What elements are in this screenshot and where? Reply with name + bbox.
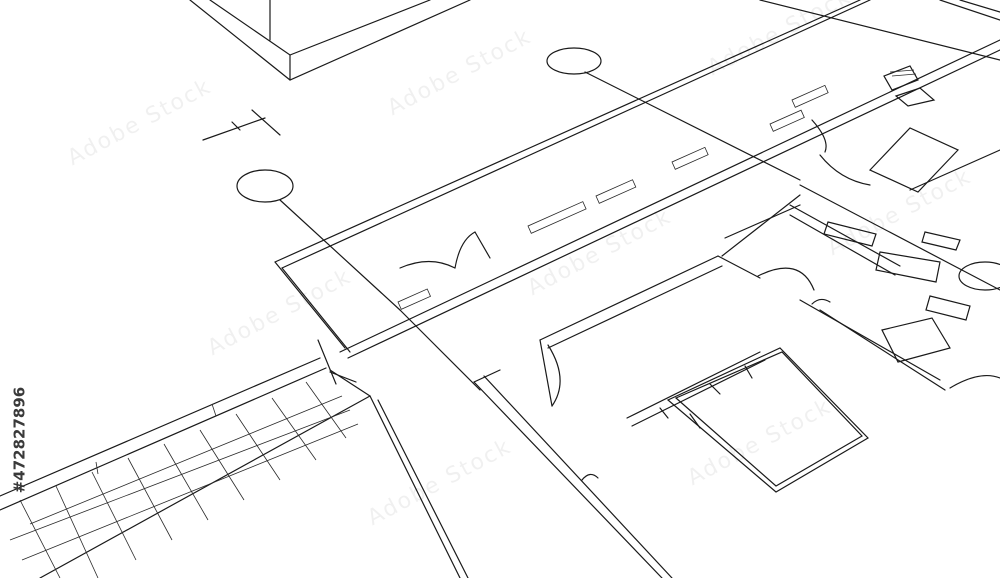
stock-id-label: #472827896 — [4, 340, 34, 540]
top-right-walls — [759, 0, 1000, 61]
terrace-grid — [0, 357, 469, 578]
stock-id-text: #472827896 — [10, 386, 29, 494]
top-left-building-block — [189, 0, 471, 81]
bed — [626, 347, 869, 493]
inner-walls — [473, 149, 1000, 578]
exterior-wall-main — [274, 0, 1000, 359]
terrace-posts — [95, 339, 357, 475]
dimension-tick-left — [202, 109, 281, 141]
grid-marker-top — [546, 47, 801, 181]
stair-symbol — [883, 65, 936, 107]
grid-marker-left — [236, 169, 481, 391]
double-door — [399, 231, 491, 269]
bathroom-fixtures — [823, 127, 1000, 389]
windows-main-wall — [397, 84, 829, 310]
door-swings — [539, 119, 871, 481]
